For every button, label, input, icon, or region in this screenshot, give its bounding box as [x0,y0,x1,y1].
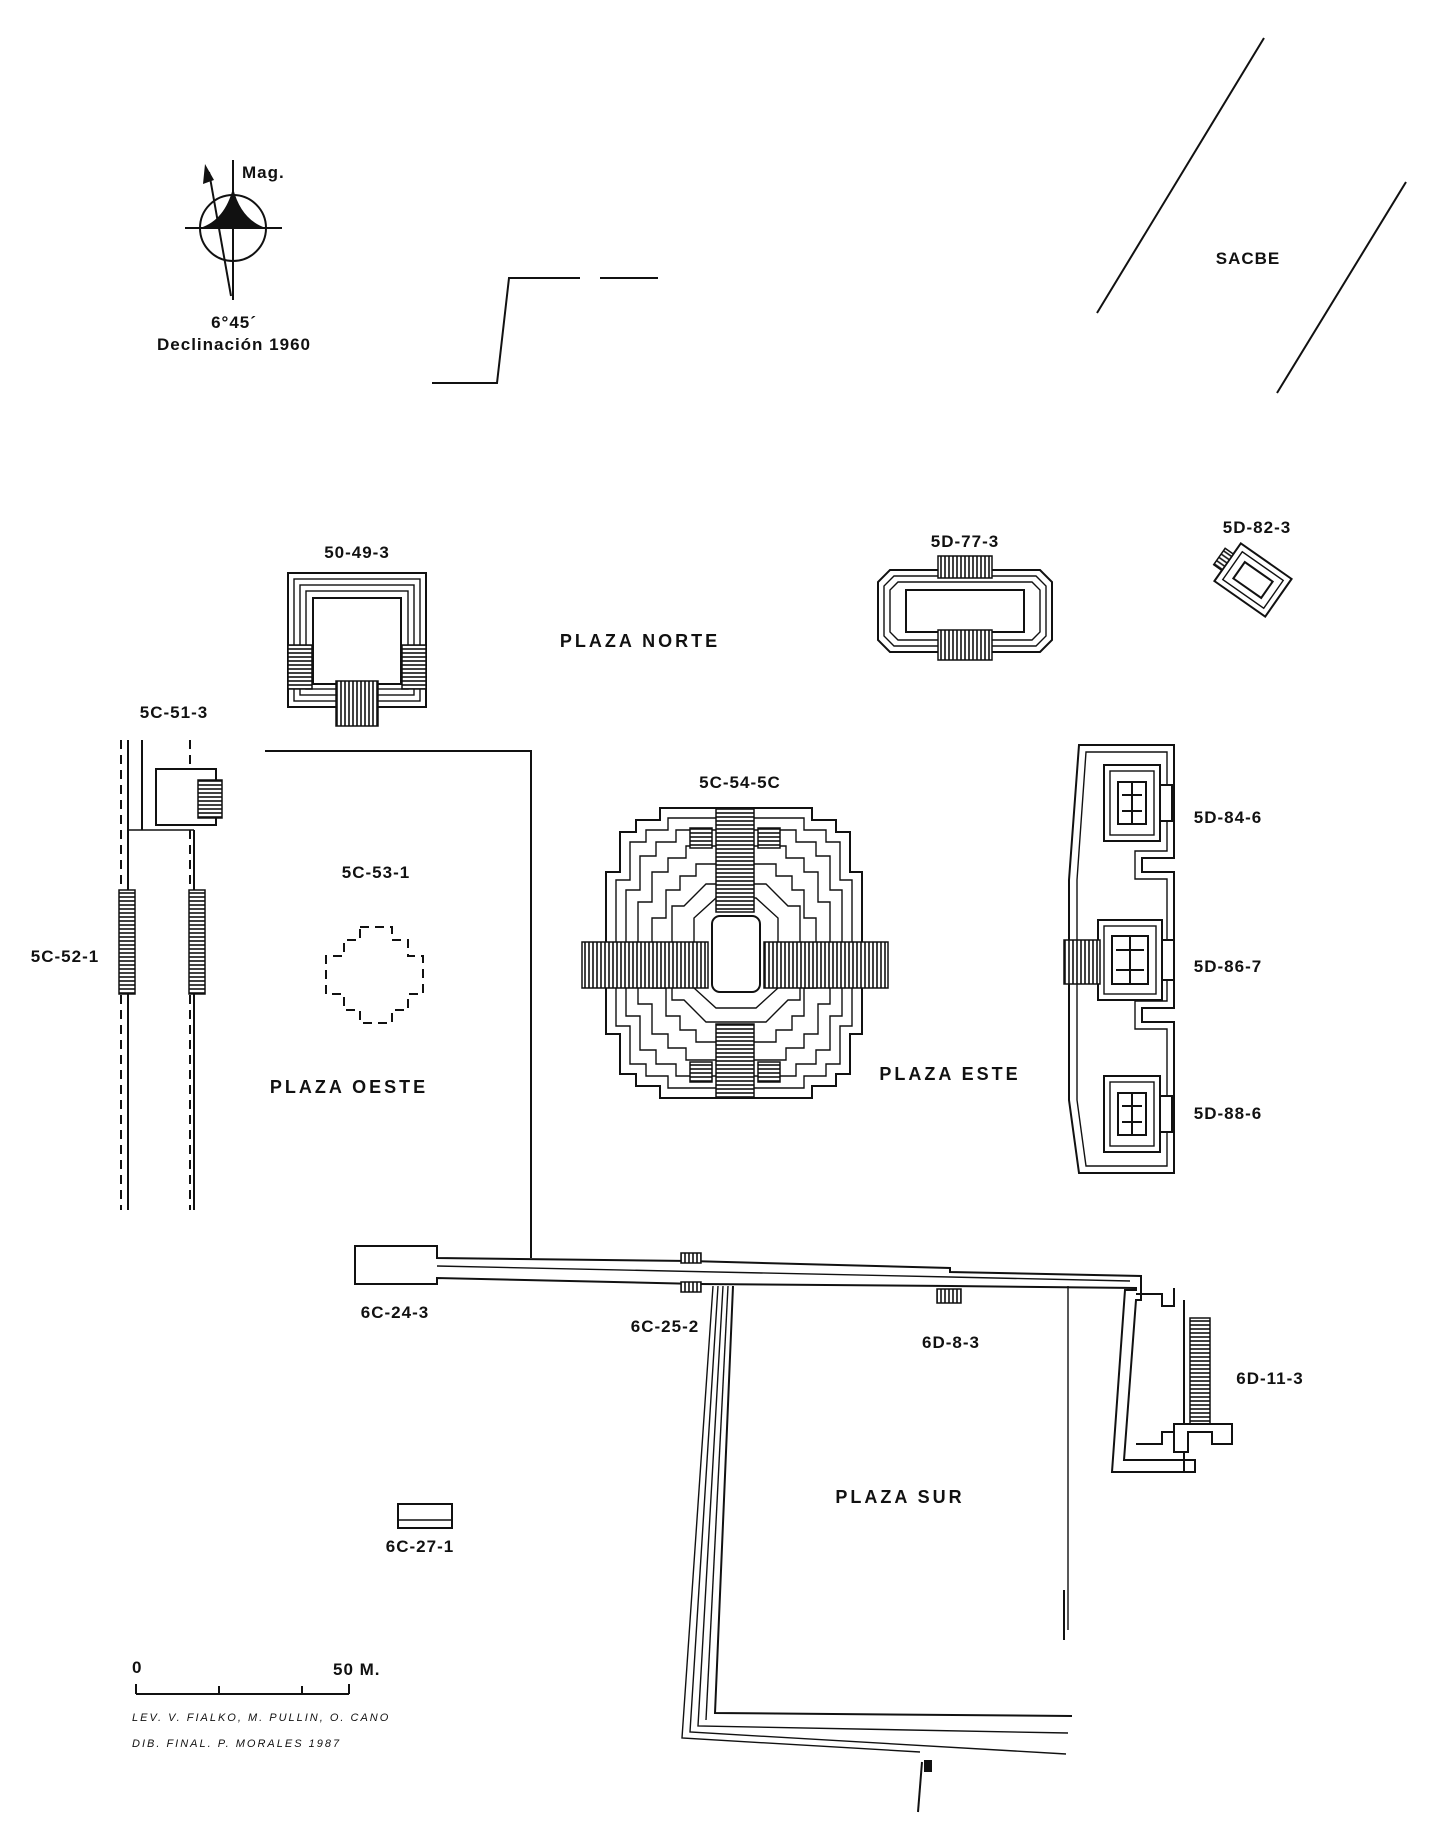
plaza-oeste-wall [265,750,532,1258]
sacbe: SACBE [1096,37,1407,394]
label-5d-77-3: 5D-77-3 [931,532,999,551]
credit-drawing: DIB. FINAL. P. MORALES 1987 [132,1738,341,1750]
label-6d-11-3: 6D-11-3 [1236,1369,1303,1388]
structure-5c-53-1: 5C-53-1 [325,863,424,1024]
scale-bar: 0 50 M. [132,1658,381,1695]
declination-year: Declinación 1960 [157,335,311,354]
label-6d-8-3: 6D-8-3 [922,1333,980,1352]
label-6c-24-3: 6C-24-3 [361,1303,429,1322]
credit-survey: LEV. V. FIALKO, M. PULLIN, O. CANO [132,1712,390,1724]
north-point-icon [200,188,266,228]
structure-south-range: 6C-24-3 6C-25-2 6D-8-3 [354,1245,1196,1473]
label-50-49-3: 50-49-3 [324,543,390,562]
scale-end-label: 50 M. [333,1660,381,1679]
plaza-sur-wall [681,1285,1073,1813]
magnetic-north-arrow-icon [208,171,232,297]
plaza-sur-label: PLAZA SUR [835,1487,964,1507]
structure-5d-86-7: 5D-86-7 [1063,919,1262,1001]
label-5c-53-1: 5C-53-1 [342,863,410,882]
structure-6d-11-3: 6D-11-3 [1136,1288,1303,1473]
structure-5d-84-6: 5D-84-6 [1103,764,1262,842]
scale-start-label: 0 [132,1658,142,1677]
label-5d-88-6: 5D-88-6 [1194,1104,1262,1123]
wall-fragment-north [432,277,580,384]
plaza-oeste-label: PLAZA OESTE [270,1077,428,1097]
structure-50-49-3: 50-49-3 [287,543,427,727]
label-5c-52-1: 5C-52-1 [31,947,99,966]
structure-5d-88-6: 5D-88-6 [1103,1075,1262,1153]
label-5d-84-6: 5D-84-6 [1194,808,1262,827]
label-6c-25-2: 6C-25-2 [631,1317,699,1336]
structure-5c-51-3: 5C-51-3 [140,703,223,826]
label-5c-54-5c: 5C-54-5C [699,773,781,792]
structure-6c-27-1: 6C-27-1 [386,1503,454,1556]
label-5d-86-7: 5D-86-7 [1194,957,1262,976]
label-5d-82-3: 5D-82-3 [1223,518,1291,537]
structure-5d-77-3: 5D-77-3 [877,532,1053,661]
plaza-este-label: PLAZA ESTE [879,1064,1020,1084]
declination-angle: 6°45´ [211,313,257,332]
north-arrow: Mag. 6°45´ Declinación 1960 [157,160,311,354]
structure-5c-54-5c: 5C-54-5C [581,773,889,1099]
label-5c-51-3: 5C-51-3 [140,703,208,722]
mag-label: Mag. [242,163,285,182]
structure-east-range: 5D-84-6 5D-86-7 5D-88-6 [1063,744,1262,1174]
sacbe-label: SACBE [1216,249,1281,268]
structure-5d-82-3: 5D-82-3 [1212,518,1293,619]
plaza-norte-label: PLAZA NORTE [560,631,720,651]
label-6c-27-1: 6C-27-1 [386,1537,454,1556]
